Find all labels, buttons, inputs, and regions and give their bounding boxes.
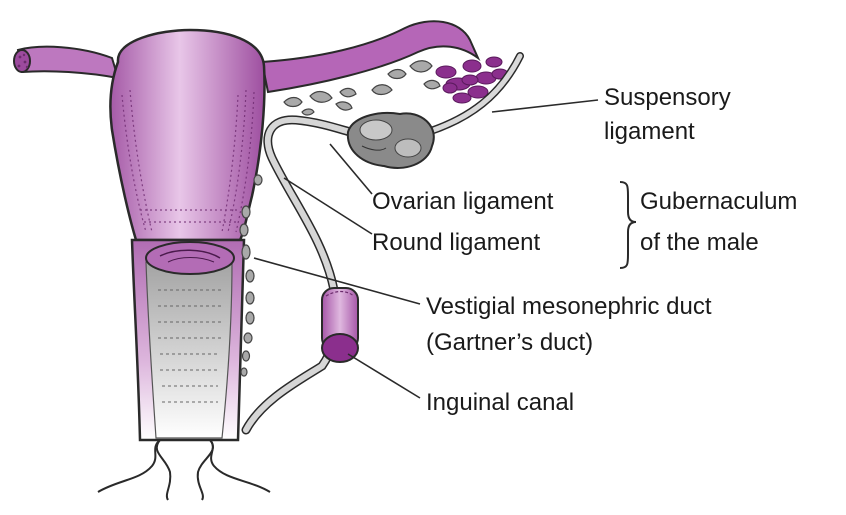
label-suspensory-line1: Suspensory <box>604 83 731 113</box>
uterus <box>110 30 264 240</box>
label-round-ligament: Round ligament <box>372 228 540 258</box>
label-gubernaculum-line2: of the male <box>640 228 797 258</box>
label-suspensory-line2: ligament <box>604 117 731 147</box>
label-mesonephric-line2: (Gartner’s duct) <box>426 328 712 358</box>
label-mesonephric-duct: Vestigial mesonephric duct (Gartner’s du… <box>426 292 712 358</box>
ovary <box>348 113 434 168</box>
round-ligament <box>246 120 350 430</box>
inguinal-canal <box>322 288 358 362</box>
label-gubernaculum-line1: Gubernaculum <box>640 187 797 217</box>
label-inguinal-canal: Inguinal canal <box>426 388 574 418</box>
left-uterine-tube <box>14 47 118 78</box>
leader-suspensory <box>492 100 598 112</box>
right-uterine-tube <box>262 21 478 92</box>
gubernaculum-brace <box>620 182 636 268</box>
leader-inguinal <box>348 354 420 398</box>
vulva-outline <box>98 440 270 500</box>
label-gubernaculum: Gubernaculum of the male <box>640 187 797 258</box>
label-mesonephric-line1: Vestigial mesonephric duct <box>426 292 712 322</box>
fimbriae <box>436 57 508 103</box>
label-ovarian-ligament: Ovarian ligament <box>372 187 553 217</box>
label-suspensory-ligament: Suspensory ligament <box>604 83 731 147</box>
vagina <box>132 240 244 440</box>
